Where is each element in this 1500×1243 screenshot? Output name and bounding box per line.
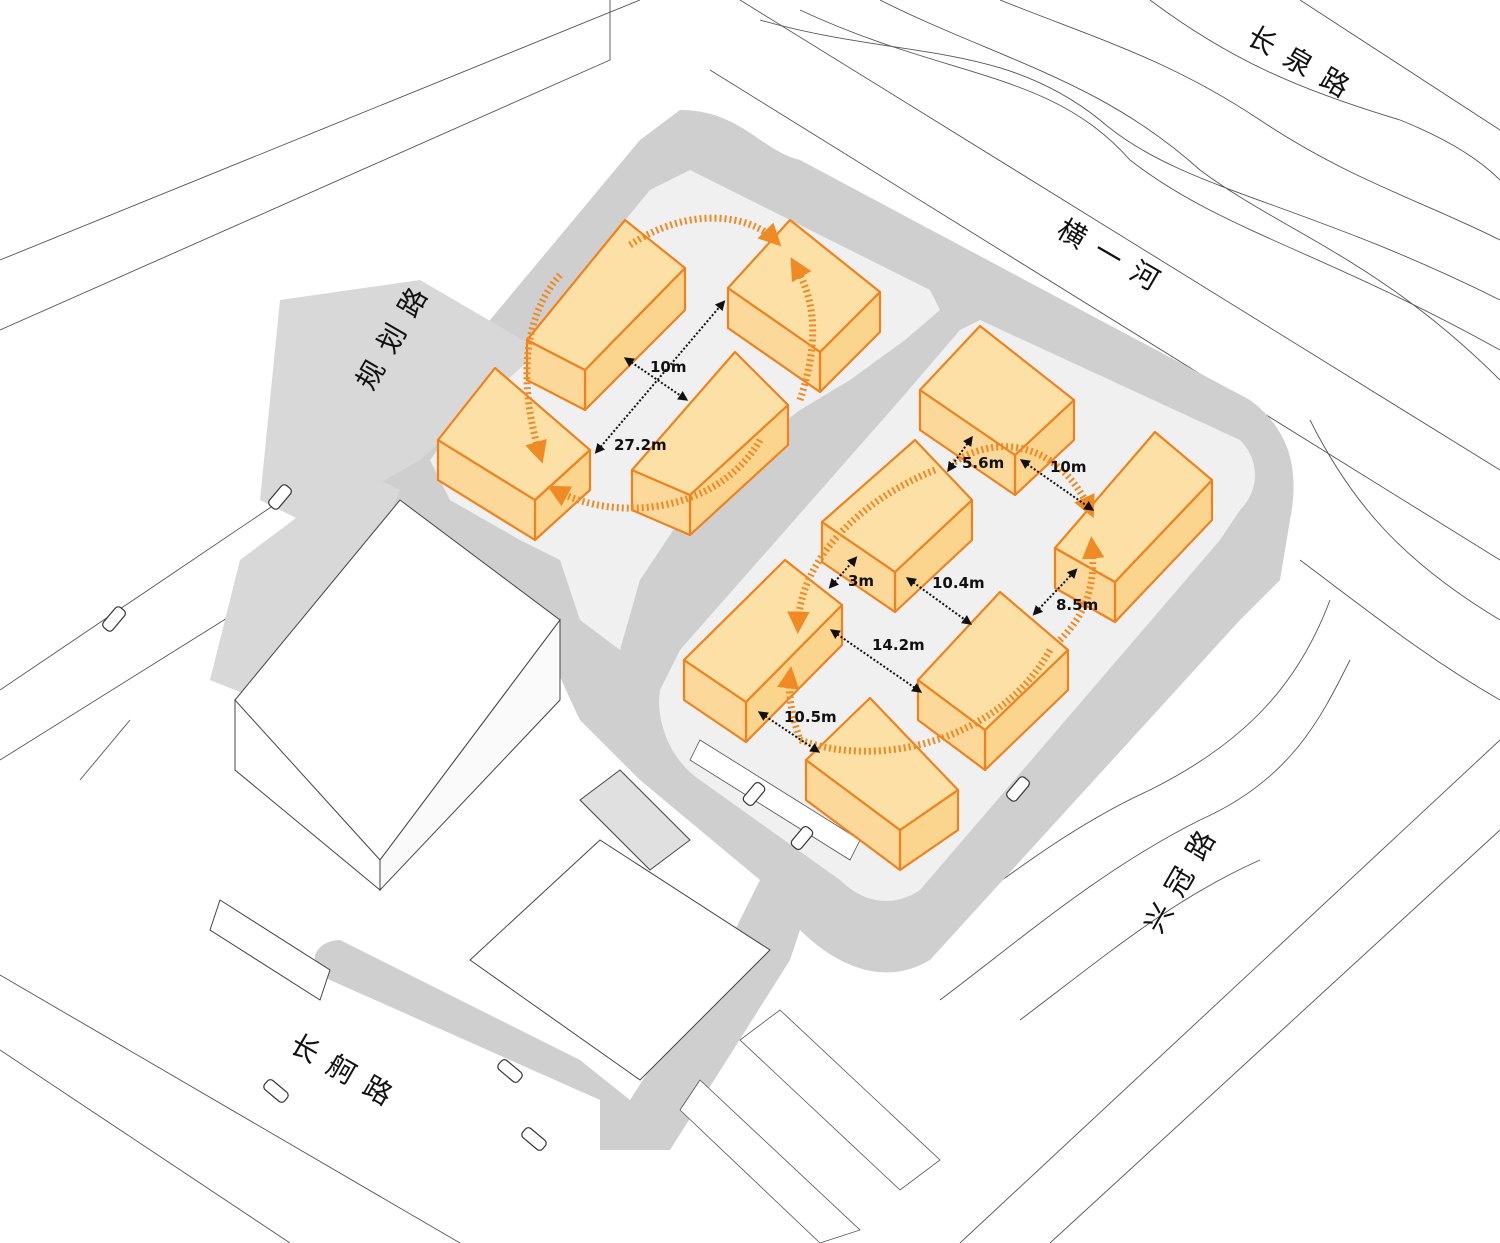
loop-arrow-4 [547, 438, 764, 512]
dim-label-5m: 5.6m [962, 454, 1004, 472]
dim-label-3m: 3m [848, 572, 874, 590]
dim-label-14m: 14.2m [872, 636, 925, 654]
dim-line-5m [947, 435, 973, 473]
dim-line-10m-b [1019, 459, 1095, 511]
dim-label-10m-a: 10m [650, 358, 687, 376]
car-2 [102, 606, 126, 632]
dim-line-10-5m [757, 711, 821, 753]
car-6 [521, 1127, 547, 1151]
loop-arrow-2 [790, 257, 817, 402]
loop-arrow-7 [787, 466, 937, 634]
dim-line-8-5m [1032, 568, 1078, 616]
cars [102, 484, 1030, 1151]
car-1 [268, 484, 292, 510]
building-9 [916, 590, 1070, 772]
dim-label-10-4m: 10.4m [932, 574, 985, 592]
dim-label-27m: 27.2m [614, 436, 667, 454]
dimension-arrows [594, 300, 1095, 753]
proposed-buildings [436, 218, 1214, 872]
dim-line-14m [829, 629, 923, 693]
loop-arrow-8 [777, 648, 1054, 755]
dim-label-10m-b: 10m [1050, 458, 1087, 476]
building-10 [804, 696, 960, 872]
context-buildings [209, 499, 941, 1243]
car-7 [742, 781, 766, 807]
road-label-changzhou: 长舸路 [285, 1027, 411, 1119]
loop-arrow-1 [628, 214, 782, 248]
dim-label-10-5m: 10.5m [784, 708, 837, 726]
car-4 [497, 1059, 523, 1083]
car-8 [790, 825, 814, 851]
dimension-labels: 10m 27.2m 5.6m 10m 3m 10.4m 8.5m 14.2m 1… [614, 358, 1098, 726]
road-label-changquan: 长泉路 [1242, 19, 1368, 111]
car-3 [1006, 776, 1030, 802]
loop-arrow-3 [523, 272, 563, 464]
dim-label-8-5m: 8.5m [1056, 596, 1098, 614]
road-label-xingguan: 兴冠路 [1137, 813, 1229, 939]
dim-line-3m [828, 556, 858, 589]
car-5 [263, 1079, 289, 1103]
